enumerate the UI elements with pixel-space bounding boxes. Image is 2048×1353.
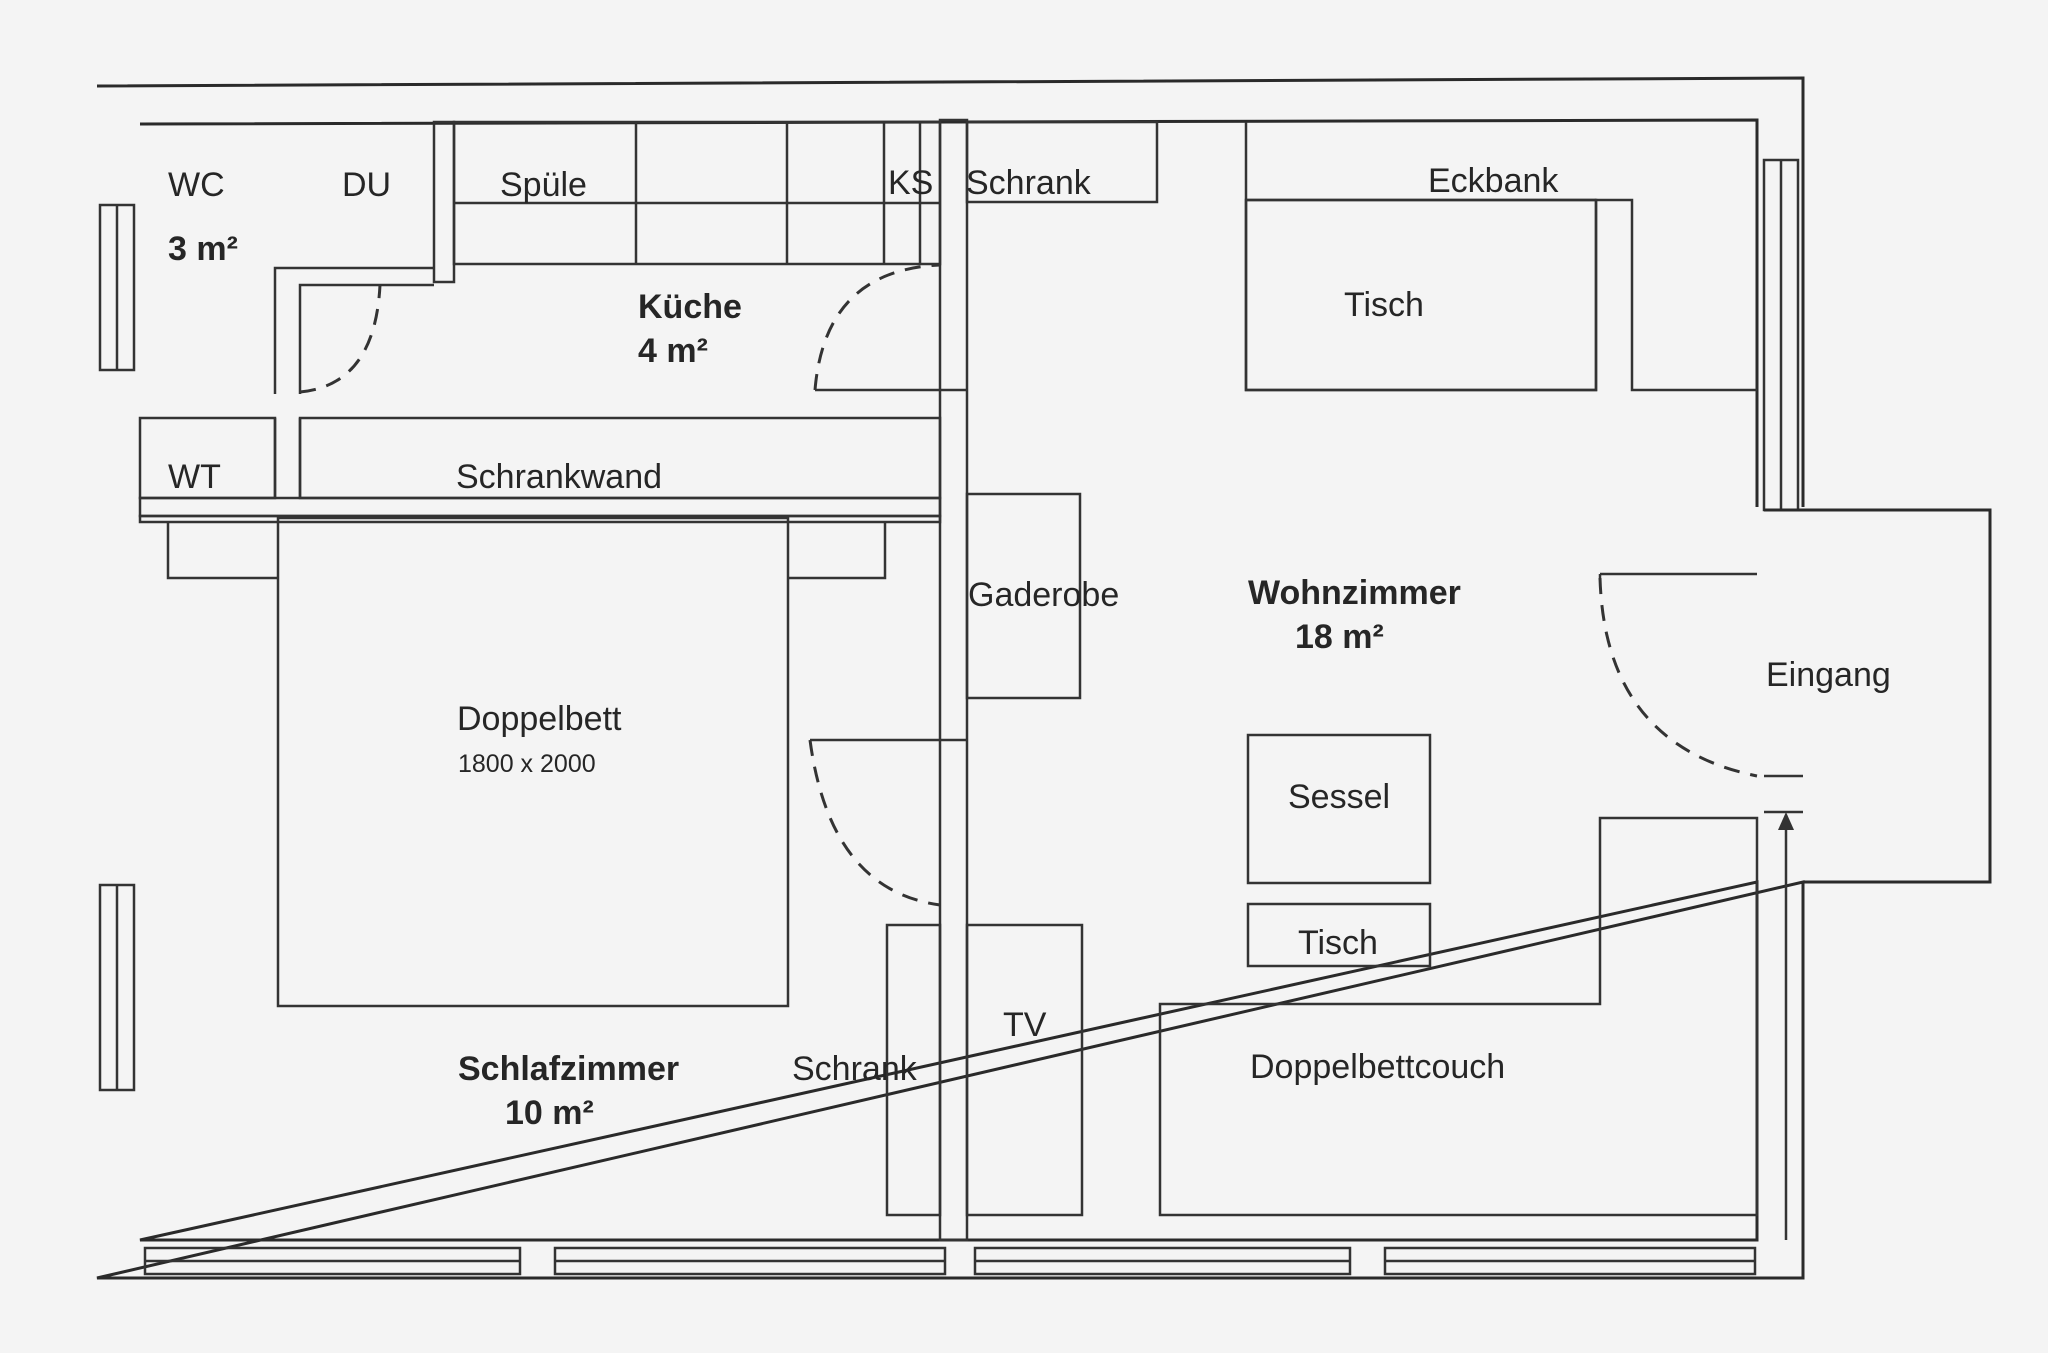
outer-walls (96, 76, 1805, 1280)
wall-kitchen-living (938, 118, 969, 1242)
label-schlafzimmer: Schlafzimmer (458, 1050, 679, 1088)
wall-bathroom-kitchen (432, 120, 456, 284)
wall-schrankwand (138, 496, 942, 518)
couch-shape (1158, 816, 1759, 1217)
kitchen-counter-outline (452, 120, 942, 266)
tv-box (965, 923, 1084, 1217)
label-tv: TV (1003, 1006, 1047, 1044)
double-bed (276, 516, 790, 1008)
label-wt: WT (168, 458, 221, 496)
wall-bedroom-top (138, 514, 942, 524)
sessel-box (1246, 733, 1432, 885)
label-doppelbett-size: 1800 x 2000 (458, 750, 596, 778)
dining-table (1244, 198, 1598, 392)
kitchen-counter (298, 120, 942, 500)
living-furniture (965, 120, 1759, 1217)
small-table-box (1246, 902, 1432, 968)
label-schrank-top: Schrank (966, 164, 1092, 202)
label-schlafzimmer-area: 10 m² (505, 1094, 594, 1132)
label-spuele: Spüle (500, 166, 587, 204)
entrance-wall (1598, 572, 1757, 580)
label-wc-area: 3 m² (168, 230, 238, 268)
entrance-opening (1764, 774, 1803, 814)
label-kueche: Küche (638, 288, 742, 326)
door-swings (299, 263, 1758, 907)
porch-outline (1764, 508, 1992, 884)
entrance-porch (1764, 508, 1992, 1240)
label-ks: KS (888, 164, 933, 202)
label-wohnzimmer: Wohnzimmer (1248, 574, 1461, 612)
door-kitchen (813, 263, 941, 391)
wardrobe-top (965, 120, 1159, 204)
gaderobe-box (965, 492, 1082, 700)
wall-wt-divider (273, 418, 302, 498)
door-wc (299, 284, 382, 394)
bed-nightstands (166, 522, 887, 580)
bedroom-furniture (166, 516, 942, 1217)
label-tisch-small: Tisch (1298, 924, 1378, 962)
label-schrankwand: Schrankwand (456, 458, 662, 496)
label-wc: WC (168, 166, 225, 204)
bedroom-wardrobe (885, 923, 942, 1217)
label-doppelbettcouch: Doppelbettcouch (1250, 1048, 1505, 1086)
label-kueche-area: 4 m² (638, 332, 708, 370)
entrance-arrow-head (1778, 812, 1794, 830)
label-wohnzimmer-area: 18 m² (1295, 618, 1384, 656)
label-schrank-bedroom: Schrank (792, 1050, 918, 1088)
label-eckbank: Eckbank (1428, 162, 1559, 200)
label-doppelbett: Doppelbett (457, 700, 622, 738)
outer-wall-outline (96, 76, 1805, 1280)
label-eingang: Eingang (1766, 656, 1891, 694)
windows (98, 158, 1800, 1276)
wall-bathroom-inner (273, 266, 434, 394)
inner-wall-outline (139, 118, 1759, 1242)
label-du: DU (342, 166, 391, 204)
label-sessel: Sessel (1288, 778, 1390, 816)
door-entrance (1598, 577, 1758, 778)
schrankwand-cabinets (298, 416, 942, 500)
door-bedroom (808, 739, 941, 907)
label-gaderobe: Gaderobe (968, 576, 1119, 614)
label-tisch-dining: Tisch (1344, 286, 1424, 324)
labels: WC 3 m² DU WT Spüle KS Schrank Eckbank T… (168, 162, 1891, 1132)
